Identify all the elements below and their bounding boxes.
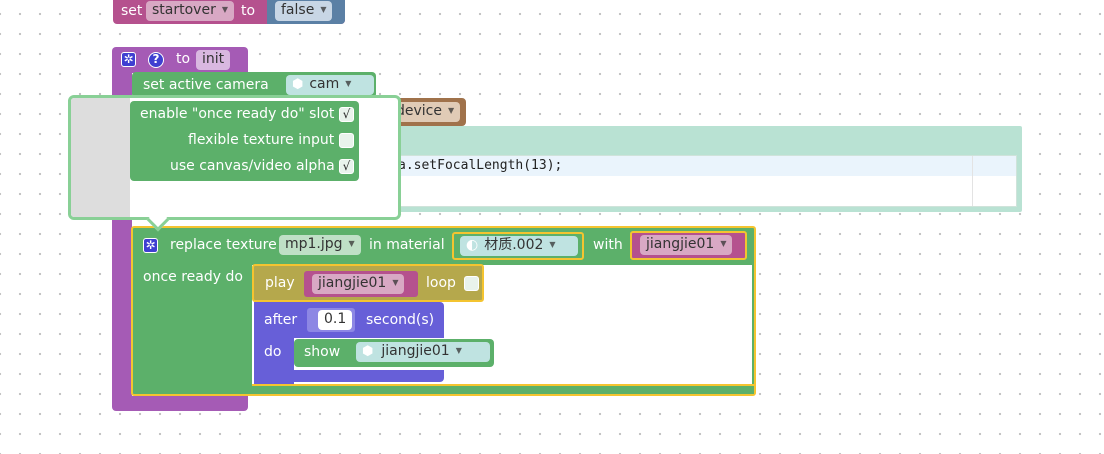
show-label: show — [304, 344, 341, 360]
seconds-label: second(s) — [366, 312, 435, 328]
option-flexible-texture-checkbox[interactable] — [339, 133, 354, 148]
code-editor-gutter-right — [972, 156, 973, 206]
after-label: after — [264, 312, 298, 328]
chevron-down-icon: ▼ — [348, 239, 355, 248]
option-once-ready-checkbox[interactable]: √ — [339, 107, 354, 122]
chevron-down-icon: ▼ — [345, 79, 352, 88]
after-timer-block[interactable]: after 0.1 second(s) — [254, 302, 444, 338]
option-canvas-alpha-label: use canvas/video alpha — [170, 158, 335, 174]
camera-dropdown[interactable]: ⬢ cam ▼ — [286, 75, 374, 95]
boolean-dropdown[interactable]: false ▼ — [275, 1, 333, 21]
code-line[interactable]: a.setFocalLength(13); — [398, 158, 563, 173]
chevron-down-icon: ▼ — [549, 240, 556, 249]
procedure-to-label: to — [176, 51, 191, 67]
loop-label: loop — [426, 275, 456, 291]
option-once-ready-label: enable "once ready do" slot — [140, 106, 335, 122]
with-variable-block[interactable]: jiangjie01 ▼ — [630, 231, 747, 260]
loop-checkbox[interactable] — [464, 276, 479, 291]
show-target-name: jiangjie01 — [381, 343, 450, 359]
gear-icon[interactable]: ✲ — [121, 52, 136, 67]
option-flexible-texture-label: flexible texture input — [188, 132, 335, 148]
set-variable-block[interactable]: set startover ▼ to false ▼ — [113, 0, 345, 24]
boolean-value: false — [281, 2, 315, 18]
cube-icon: ⬢ — [292, 77, 304, 92]
gear-icon[interactable]: ✲ — [143, 238, 158, 253]
mutator-bubble-sidebar — [71, 98, 130, 217]
device-dropdown[interactable]: device ▼ — [390, 102, 461, 122]
play-target-block[interactable]: jiangjie01 ▼ — [304, 271, 418, 297]
procedure-footer — [112, 396, 248, 411]
play-target-dropdown[interactable]: jiangjie01 ▼ — [312, 274, 405, 294]
code-line-highlight — [396, 156, 1016, 176]
material-dropdown[interactable]: ◐ 材质.002 ▼ — [460, 236, 578, 256]
cube-icon: ⬢ — [362, 344, 374, 359]
procedure-name: init — [202, 51, 225, 67]
replace-texture-label: replace texture — [170, 237, 277, 253]
show-target-dropdown[interactable]: ⬢ jiangjie01 ▼ — [356, 342, 490, 362]
with-variable-dropdown[interactable]: jiangjie01 ▼ — [640, 235, 733, 255]
procedure-name-field[interactable]: init — [196, 50, 231, 70]
to-label: to — [241, 3, 256, 19]
material-icon: ◐ — [466, 237, 479, 253]
variable-dropdown[interactable]: startover ▼ — [146, 1, 234, 21]
set-label: set — [121, 3, 143, 19]
material-name: 材质.002 — [484, 237, 544, 253]
device-value: device — [396, 103, 442, 119]
chevron-down-icon: ▼ — [320, 5, 327, 14]
play-label: play — [265, 275, 295, 291]
replace-texture-bottom-bar — [252, 384, 754, 394]
chevron-down-icon: ▼ — [455, 346, 462, 355]
seconds-input[interactable]: 0.1 — [318, 310, 353, 330]
logic-value-block[interactable]: false ▼ — [267, 0, 345, 24]
after-timer-footer — [254, 370, 444, 382]
set-active-camera-block[interactable]: set active camera ⬢ cam ▼ — [132, 72, 376, 98]
mutator-options-block — [130, 101, 359, 181]
texture-dropdown[interactable]: mp1.jpg ▼ — [279, 235, 361, 255]
help-icon[interactable]: ? — [148, 52, 164, 68]
variable-name: startover — [152, 2, 216, 18]
camera-name: cam — [309, 76, 340, 92]
in-material-label: in material — [369, 237, 445, 253]
chevron-down-icon: ▼ — [448, 106, 455, 115]
chevron-down-icon: ▼ — [392, 278, 399, 287]
with-label: with — [593, 237, 623, 253]
set-active-camera-label: set active camera — [143, 77, 269, 93]
texture-name: mp1.jpg — [285, 236, 343, 252]
material-block[interactable]: ◐ 材质.002 ▼ — [452, 232, 584, 260]
option-canvas-alpha-checkbox[interactable]: √ — [339, 159, 354, 174]
play-target-name: jiangjie01 — [318, 275, 387, 291]
seconds-number-block[interactable]: 0.1 — [307, 308, 355, 332]
show-object-block[interactable]: show ⬢ jiangjie01 ▼ — [294, 339, 494, 367]
with-variable-name: jiangjie01 — [646, 236, 715, 252]
code-editor[interactable]: a.setFocalLength(13); — [395, 155, 1017, 207]
do-label: do — [264, 344, 282, 360]
chevron-down-icon: ▼ — [720, 239, 727, 248]
once-ready-do-label: once ready do — [143, 269, 243, 285]
play-sound-block[interactable]: play jiangjie01 ▼ loop — [252, 264, 484, 302]
chevron-down-icon: ▼ — [221, 5, 228, 14]
seconds-value: 0.1 — [324, 311, 347, 327]
